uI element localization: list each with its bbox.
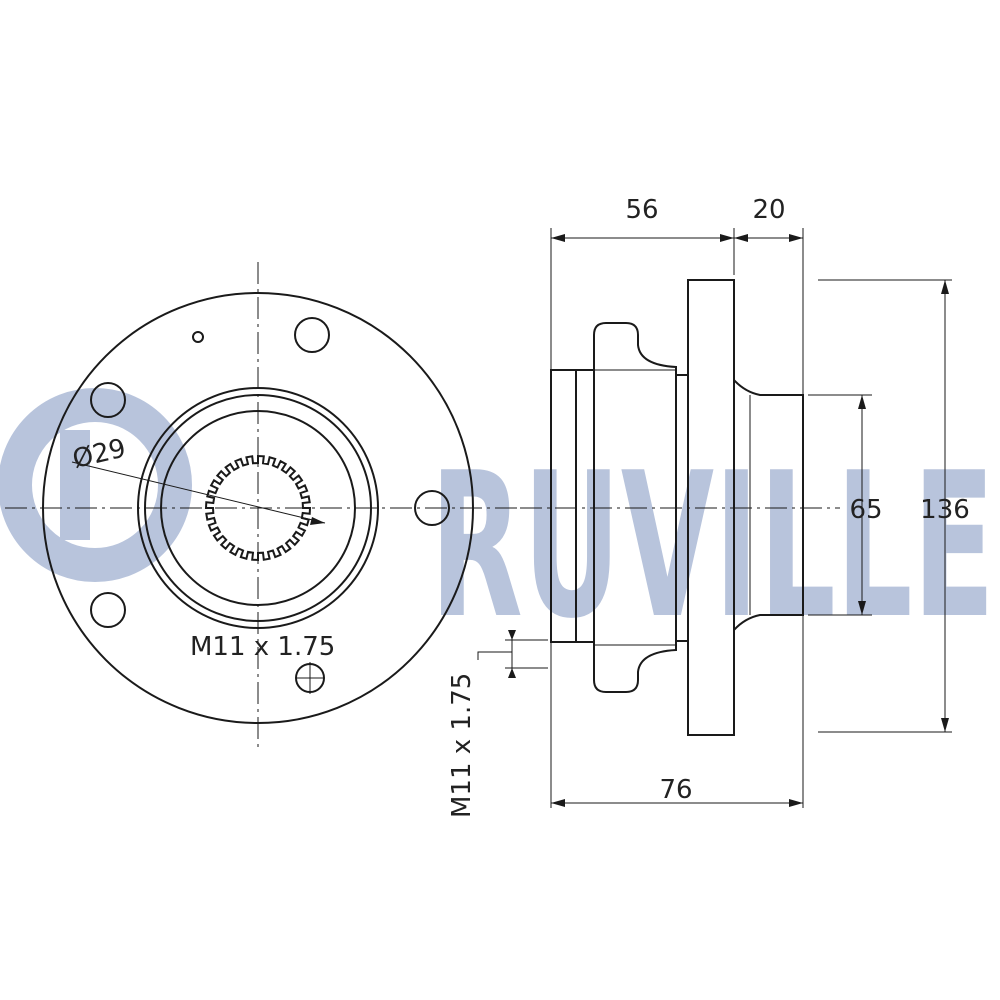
spline-teeth <box>204 454 312 562</box>
hub-ring-outer <box>137 387 379 629</box>
front-thread-label: M11 x 1.75 <box>190 632 335 662</box>
bore-diameter-arrow <box>310 517 325 525</box>
side-thread-label: M11 x 1.75 <box>447 673 477 818</box>
bolt-hole-left-lower <box>90 592 126 628</box>
dim-label-136: 136 <box>920 495 970 525</box>
dim-label-56: 56 <box>625 195 658 225</box>
brand-watermark: RUVILLE <box>0 388 995 663</box>
bolt-hole-top <box>294 317 330 353</box>
dim-label-20: 20 <box>752 195 785 225</box>
brand-seal-icon <box>0 388 192 582</box>
dim-label-76: 76 <box>659 775 692 805</box>
bore-diameter-leader <box>71 461 326 524</box>
splined-bore <box>204 454 312 562</box>
bolt-hole-left-upper <box>90 382 126 418</box>
flange-outline <box>42 292 474 724</box>
hub-ring-inner <box>160 410 356 606</box>
thread-symbol <box>295 662 325 694</box>
hub-ring-middle <box>144 394 372 622</box>
side-view: 56 20 76 65 136 M11 x 1.75 <box>447 195 970 818</box>
bolt-hole-right <box>414 490 450 526</box>
locating-hole <box>192 331 204 343</box>
brand-logo-text: RUVILLE <box>430 430 995 663</box>
dim-label-65: 65 <box>849 495 882 525</box>
thread-leader <box>477 651 512 660</box>
bearing-body <box>593 322 677 693</box>
